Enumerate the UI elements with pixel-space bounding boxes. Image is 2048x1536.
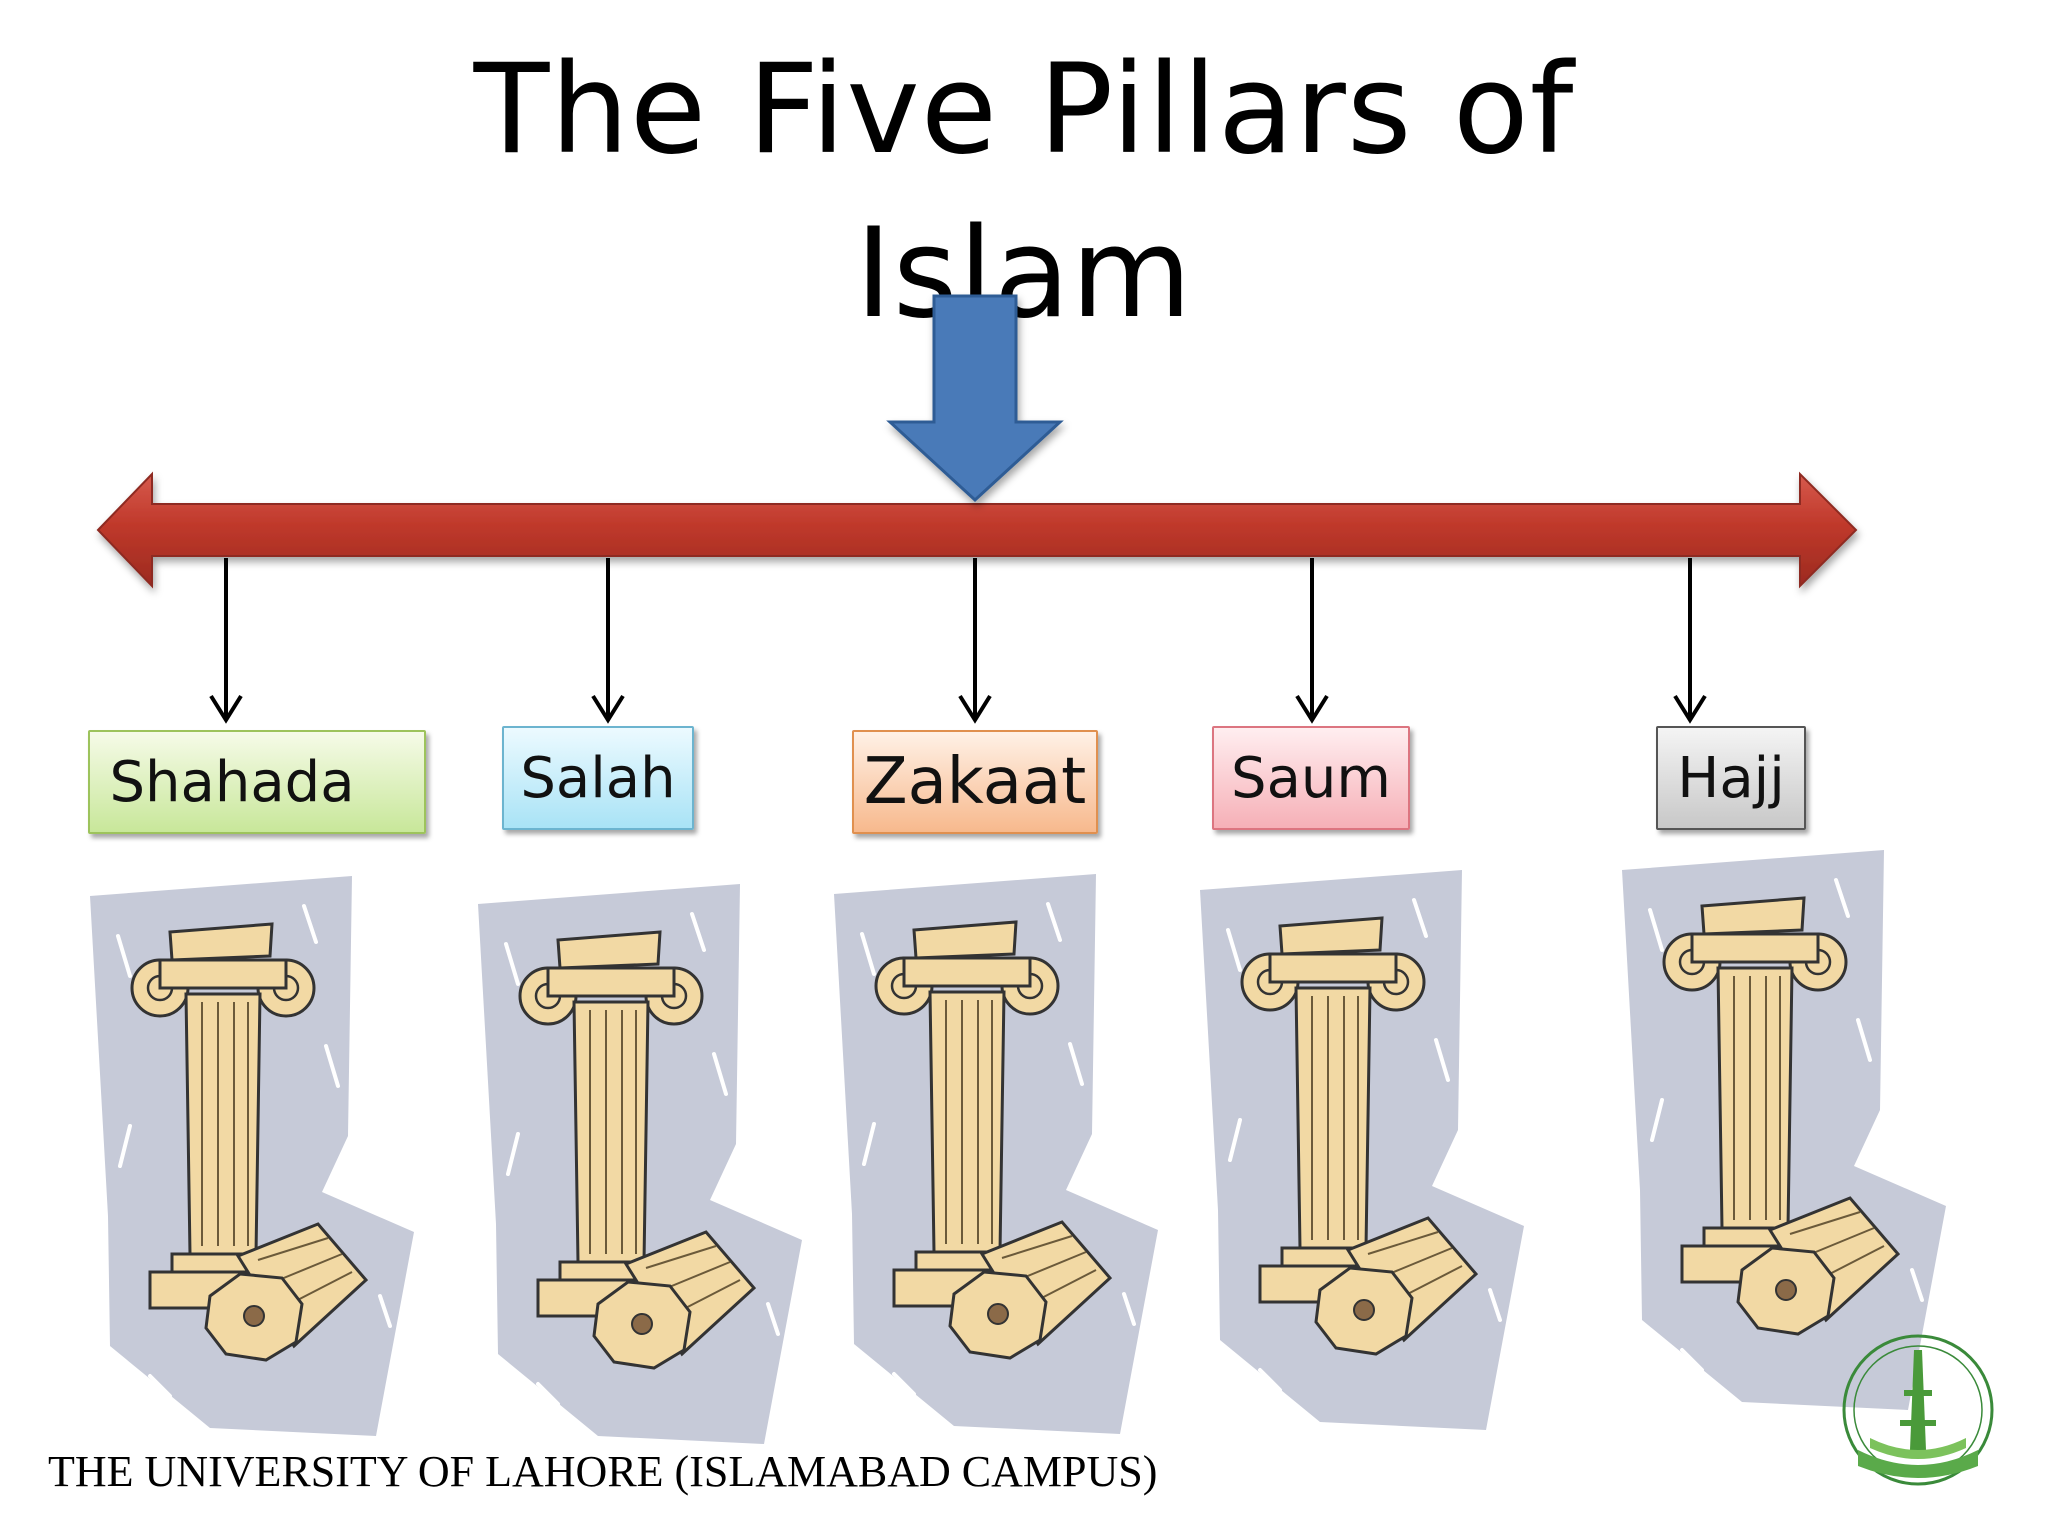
pillar-label-text: Hajj xyxy=(1677,745,1785,811)
title-line-1: The Five Pillars of xyxy=(473,38,1575,182)
pillar-label-text: Salah xyxy=(520,745,676,811)
connector-arrowhead-saum xyxy=(1295,694,1329,724)
pillar-label-hajj: Hajj xyxy=(1656,726,1806,830)
pillar-label-shahada: Shahada xyxy=(88,730,426,834)
down-arrow xyxy=(886,294,1064,503)
pillar-label-zakaat: Zakaat xyxy=(852,730,1098,834)
pillar-illustration-hajj xyxy=(1622,850,1946,1410)
connector-arrows xyxy=(209,558,1707,724)
university-logo xyxy=(1842,1334,1994,1486)
pillar-illustrations xyxy=(90,850,1946,1444)
pillar-label-text: Shahada xyxy=(109,749,355,815)
pillar-illustration-zakaat xyxy=(834,874,1158,1434)
pillar-illustration-shahada xyxy=(90,876,414,1436)
connector-arrowhead-shahada xyxy=(209,694,243,724)
title-line-2: Islam xyxy=(855,202,1193,346)
pillar-label-salah: Salah xyxy=(502,726,694,830)
connector-arrowhead-zakaat xyxy=(958,694,992,724)
pillar-label-saum: Saum xyxy=(1212,726,1410,830)
pillar-label-text: Zakaat xyxy=(863,745,1087,819)
footer-university-name: THE UNIVERSITY OF LAHORE (ISLAMABAD CAMP… xyxy=(48,1447,1158,1496)
slide-title: The Five Pillars of Islam xyxy=(424,28,1624,356)
timeline-arrow xyxy=(96,471,1858,589)
pillar-illustration-saum xyxy=(1200,870,1524,1430)
connector-arrowhead-hajj xyxy=(1673,694,1707,724)
pillar-label-text: Saum xyxy=(1231,745,1391,811)
connector-arrowhead-salah xyxy=(591,694,625,724)
pillar-illustration-salah xyxy=(478,884,802,1444)
